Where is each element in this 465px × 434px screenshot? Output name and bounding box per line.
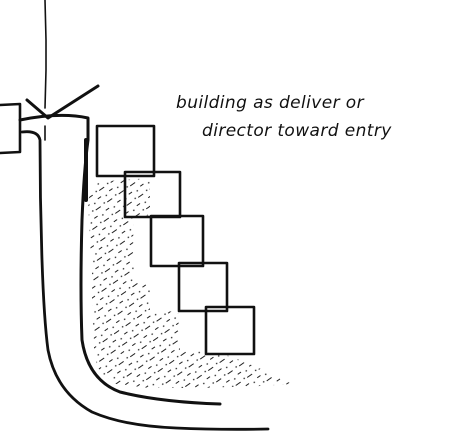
building-step — [151, 216, 203, 266]
entry-block — [0, 104, 20, 153]
ground-hatching — [88, 178, 292, 388]
check-arrow — [27, 86, 98, 118]
building-step — [97, 126, 154, 176]
building-step — [179, 263, 227, 311]
annotation-line-2: director toward entry — [202, 121, 392, 141]
building-step — [206, 307, 254, 354]
annotation-line-1: building as deliver or — [176, 93, 365, 113]
axis-line — [45, 0, 46, 140]
